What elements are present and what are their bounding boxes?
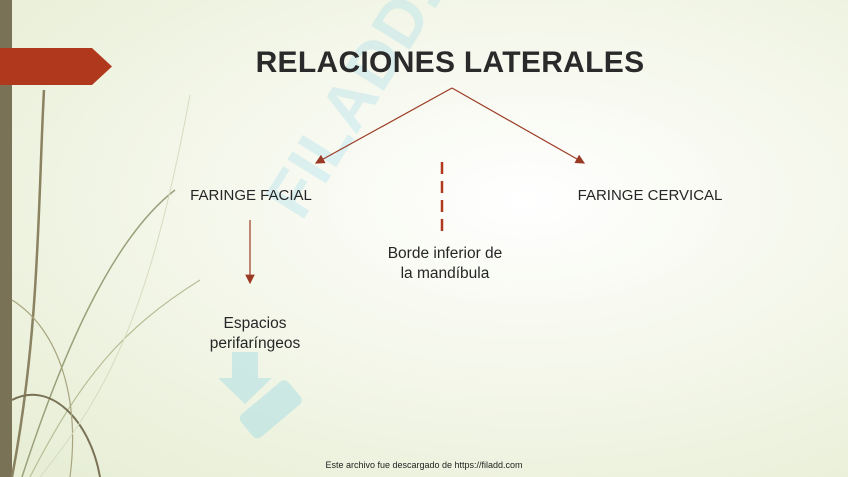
node-espacios-line1: Espacios — [223, 315, 287, 332]
node-espacios-line2: perifaríngeos — [209, 335, 301, 352]
arrow-to-cervical — [451, 87, 586, 164]
node-faringe-facial: FARINGE FACIAL — [190, 187, 312, 204]
download-arrow-icon — [218, 352, 302, 439]
left-side-band — [0, 0, 12, 477]
node-espacios-perifaringeos: Espacios perifaríngeos — [190, 314, 320, 354]
title-accent-arrow — [0, 48, 112, 85]
node-faringe-cervical: FARINGE CERVICAL — [577, 187, 723, 204]
arrow-to-facial — [314, 87, 453, 164]
node-borde-mandibula: Borde inferior de la mandíbula — [370, 244, 520, 284]
node-borde-line1: Borde inferior de — [387, 245, 503, 262]
download-footer: Este archivo fue descargado de https://f… — [325, 460, 523, 470]
node-borde-line2: la mandíbula — [400, 265, 490, 282]
slide-title: RELACIONES LATERALES — [255, 46, 645, 79]
